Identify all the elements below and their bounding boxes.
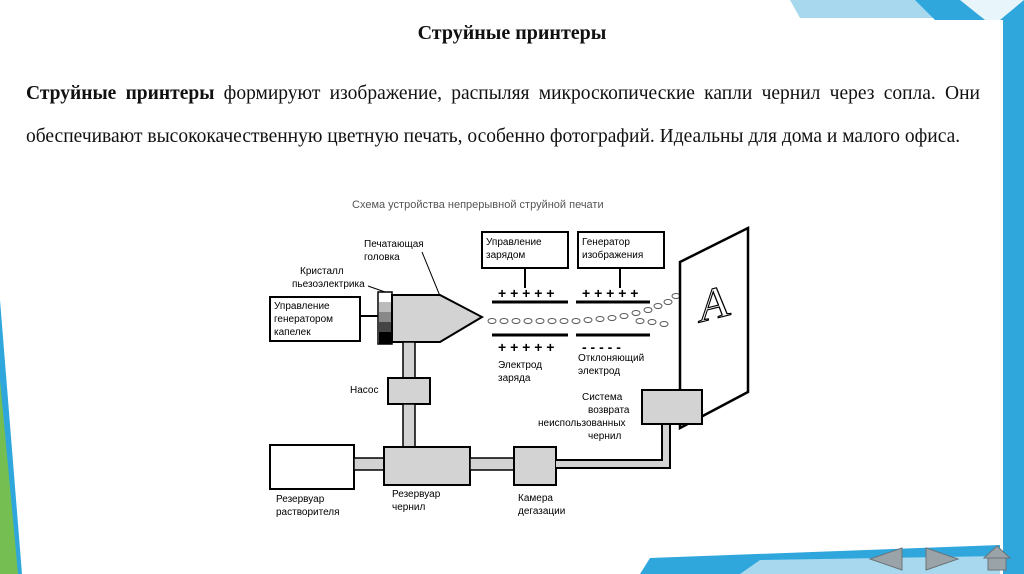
image-generator-box — [577, 231, 665, 269]
next-slide-button[interactable] — [924, 546, 962, 572]
right-light-strip — [998, 20, 1003, 574]
label-return-1: Система — [582, 392, 623, 403]
degas-return-pipe — [556, 424, 671, 469]
degassing-chamber-box — [513, 446, 557, 486]
charge-electrode-bottom-plus: + + + + + — [498, 339, 554, 355]
ink-return-system-box — [641, 389, 703, 425]
pump-to-reservoir-pipe — [402, 403, 416, 449]
arrow-left-icon — [868, 547, 903, 571]
inkjet-scheme-diagram: Схема устройства непрерывной струйной пе… — [269, 199, 750, 518]
label-crystal-1: Кристалл — [300, 266, 344, 277]
label-return-2: возврата — [588, 405, 630, 416]
label-return-4: чернил — [588, 431, 621, 442]
head-pointer — [421, 251, 441, 297]
prev-slide-button[interactable] — [866, 546, 904, 572]
label-charge-ctrl-1: Управление — [486, 237, 542, 248]
reservoir-to-degas-pipe — [469, 457, 515, 471]
label-deflect-electrode-2: электрод — [578, 366, 620, 377]
deflect-electrode-bottom-minus: - - - - - — [582, 339, 621, 355]
label-ink-2: чернил — [392, 502, 425, 513]
crystal-layer-3 — [379, 322, 391, 332]
label-head-2: головка — [364, 252, 400, 263]
lead-term: Струйные принтеры — [26, 83, 215, 104]
label-return-3: неиспользованных — [538, 418, 626, 429]
right-blue-bar — [1000, 20, 1024, 574]
lead-description: формируют изображение, распыляя микроско… — [26, 83, 980, 147]
arrow-right-icon — [925, 547, 960, 571]
label-crystal-2: пьезоэлектрика — [292, 279, 365, 290]
slide-body-text: Струйные принтеры формируют изображение,… — [26, 72, 980, 158]
label-solvent-1: Резервуар — [276, 494, 325, 505]
label-charge-electrode-1: Электрод — [498, 360, 542, 371]
label-dropgen-3: капелек — [274, 327, 311, 338]
label-pump: Насос — [350, 385, 378, 396]
drop-generator-control-box — [269, 296, 361, 342]
degas-return-pipe-inner — [556, 424, 669, 467]
left-green-triangle — [0, 380, 18, 574]
label-dropgen-2: генератором — [274, 314, 333, 325]
home-button[interactable] — [982, 544, 1012, 572]
charge-electrode-top-plus: + + + + + — [498, 285, 554, 301]
label-deflect-electrode-1: Отклоняющий — [578, 353, 644, 364]
label-degas-1: Камера — [518, 493, 553, 504]
scheme-caption: Схема устройства непрерывной струйной пе… — [352, 199, 604, 211]
crystal-layer-4 — [379, 332, 391, 344]
label-imggen-1: Генератор — [582, 237, 630, 248]
label-ink-1: Резервуар — [392, 489, 441, 500]
deflect-electrode-top-plus: + + + + + — [582, 285, 638, 301]
print-head — [391, 294, 485, 343]
crystal-layer-1 — [379, 302, 391, 312]
label-imggen-2: изображения — [582, 249, 643, 261]
solvent-pipe — [353, 457, 387, 471]
label-dropgen-1: Управление — [274, 301, 330, 312]
charge-control-box — [481, 231, 569, 269]
label-head-1: Печатающая — [364, 239, 424, 250]
pump-box — [387, 377, 431, 405]
crystal-pointer — [367, 285, 386, 293]
label-charge-ctrl-2: зарядом — [486, 250, 525, 261]
ink-reservoir-box — [383, 446, 471, 486]
home-icon — [982, 545, 1012, 571]
label-charge-electrode-2: заряда — [498, 373, 531, 384]
slide-title: Струйные принтеры — [417, 22, 607, 44]
solvent-reservoir-box — [269, 444, 355, 490]
label-solvent-2: растворителя — [276, 507, 340, 518]
printed-letter: A — [698, 274, 731, 334]
top-right-white-corner — [960, 0, 1024, 20]
head-outlet-pipe — [402, 341, 416, 379]
crystal-layer-2 — [379, 312, 391, 322]
label-degas-2: дегазации — [518, 506, 565, 517]
